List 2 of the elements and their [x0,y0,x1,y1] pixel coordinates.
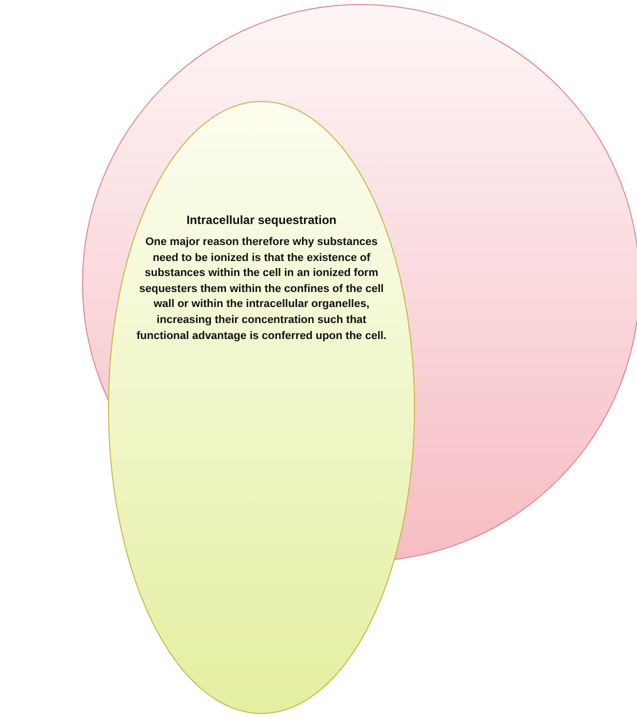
heading: Intracellular sequestration [185,213,338,228]
body-text: One major reason therefore why substances need to be ionized is that the existence of substances within the cell in an ionized form sequesters them within the confines of the cell wall or within the intracellular organelles, increasing their concentration such that functional advantage is conferred upon the cell. [136,235,387,344]
